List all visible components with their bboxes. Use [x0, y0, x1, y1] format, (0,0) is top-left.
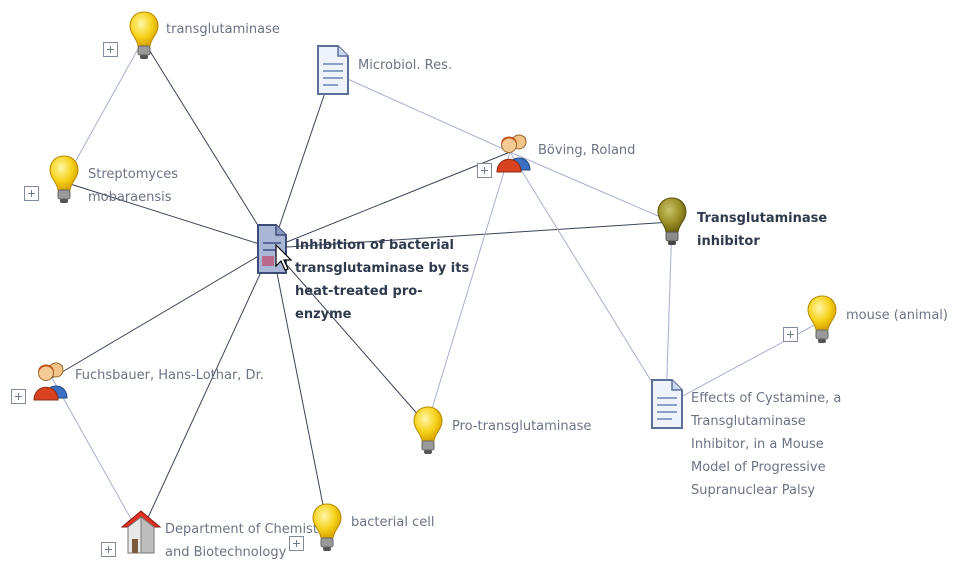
people-icon[interactable] [495, 130, 535, 174]
expand-button-fuchsbauer[interactable] [11, 389, 26, 404]
edge-center-streptomyces [63, 181, 273, 249]
lightbulb-icon[interactable] [311, 502, 343, 554]
edge-center-boving [271, 151, 511, 249]
document-icon[interactable] [316, 44, 350, 96]
document-icon[interactable] [650, 378, 684, 430]
edge-tginhibitor-cystamine [665, 221, 673, 406]
node-label-streptomyces[interactable]: Streptomyces mobaraensis [88, 167, 178, 205]
node-label-center[interactable]: Inhibition of bacterial transglutaminase… [295, 238, 470, 322]
edge-boving-tginhibitor [509, 151, 673, 223]
edge-boving-cystamine [509, 151, 667, 406]
node-label-bactcell[interactable]: bacterial cell [351, 515, 435, 530]
edge-transglutaminase-streptomyces [63, 39, 144, 183]
lightbulb-icon[interactable] [128, 10, 160, 62]
node-label-mouse[interactable]: mouse (animal) [846, 308, 948, 323]
expand-button-department[interactable] [101, 542, 116, 557]
node-label-microbiol[interactable]: Microbiol. Res. [358, 58, 453, 73]
edge-fuchsbauer-department [51, 377, 141, 536]
node-label-department[interactable]: Department of Chemistry and Biotechnolog… [165, 522, 331, 560]
node-label-cystamine[interactable]: Effects of Cystamine, a Transglutaminase… [691, 391, 842, 498]
edge-center-protg [271, 247, 428, 426]
expand-button-bactcell[interactable] [289, 536, 304, 551]
edge-center-department [139, 247, 273, 536]
expand-button-mouse[interactable] [783, 327, 798, 342]
node-label-tginhibitor[interactable]: Transglutaminase inhibitor [697, 211, 828, 249]
edge-microbiol-boving [331, 71, 511, 153]
expand-button-streptomyces[interactable] [24, 186, 39, 201]
mouse-pointer-icon [275, 244, 293, 271]
edge-center-microbiol [271, 71, 333, 249]
node-label-protg[interactable]: Pro-transglutaminase [452, 419, 592, 434]
people-icon[interactable] [32, 358, 72, 402]
edge-center-fuchsbauer [51, 247, 273, 379]
lightbulb-icon[interactable] [412, 405, 444, 457]
node-label-transglutaminase[interactable]: transglutaminase [166, 22, 280, 37]
edge-center-tginhibitor [271, 221, 673, 249]
lightbulb-icon[interactable] [806, 294, 838, 346]
expand-button-boving[interactable] [477, 163, 492, 178]
node-label-boving[interactable]: Böving, Roland [538, 143, 636, 158]
lightbulb-icon[interactable] [48, 154, 80, 206]
building-icon[interactable] [120, 509, 162, 555]
edge-center-bactcell [271, 247, 327, 521]
lightbulb-icon[interactable] [656, 196, 688, 248]
node-label-fuchsbauer[interactable]: Fuchsbauer, Hans-Lothar, Dr. [75, 368, 264, 383]
edge-boving-protg [426, 151, 511, 426]
expand-button-transglutaminase[interactable] [103, 42, 118, 57]
edge-center-transglutaminase [142, 39, 273, 249]
